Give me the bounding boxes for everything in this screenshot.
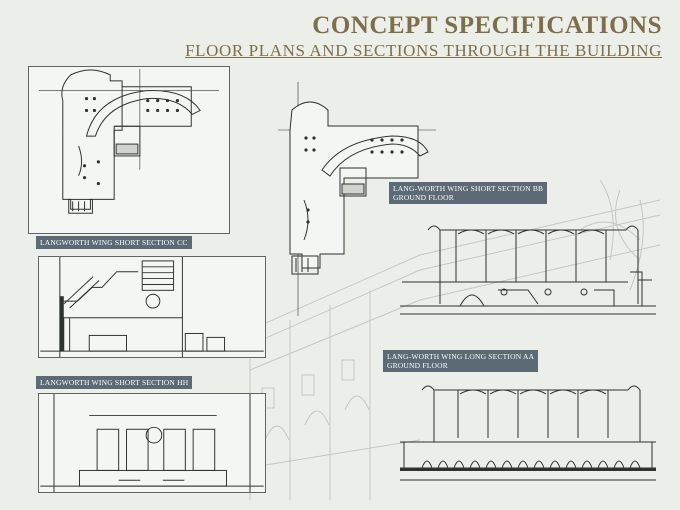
floor-plan-bb (278, 80, 436, 316)
label-section-hh: LANGWORTH WING SHORT SECTION HH (36, 376, 193, 389)
label-section-bb: LANG-WORTH WING SHORT SECTION BB GROUND … (389, 182, 548, 204)
slide-subtitle: FLOOR PLANS AND SECTIONS THROUGH THE BUI… (185, 41, 662, 60)
section-bb-drawing (398, 210, 658, 320)
label-section-aa-subtitle: GROUND FLOOR (387, 361, 448, 370)
floor-plan-cc-drawing (39, 68, 219, 214)
section-cc-elevation (40, 257, 264, 357)
section-hh-drawing (38, 393, 266, 493)
section-cc-drawing (38, 256, 266, 358)
label-section-aa: LANG-WORTH WING LONG SECTION AA GROUND F… (383, 350, 539, 372)
floor-plan-cc (28, 66, 230, 234)
section-aa-elevation (400, 385, 656, 481)
label-section-cc: LANGWORTH WING SHORT SECTION CC (36, 236, 192, 249)
floor-plan-bb-drawing (278, 82, 436, 316)
label-section-bb-title: LANG-WORTH WING SHORT SECTION BB (393, 184, 544, 193)
label-section-bb-subtitle: GROUND FLOOR (393, 193, 454, 202)
section-bb-elevation (400, 225, 656, 315)
section-hh-elevation (40, 394, 264, 492)
label-section-aa-title: LANG-WORTH WING LONG SECTION AA (387, 352, 535, 361)
section-aa-drawing (398, 372, 658, 498)
slide-title: CONCEPT SPECIFICATIONS (312, 12, 662, 39)
